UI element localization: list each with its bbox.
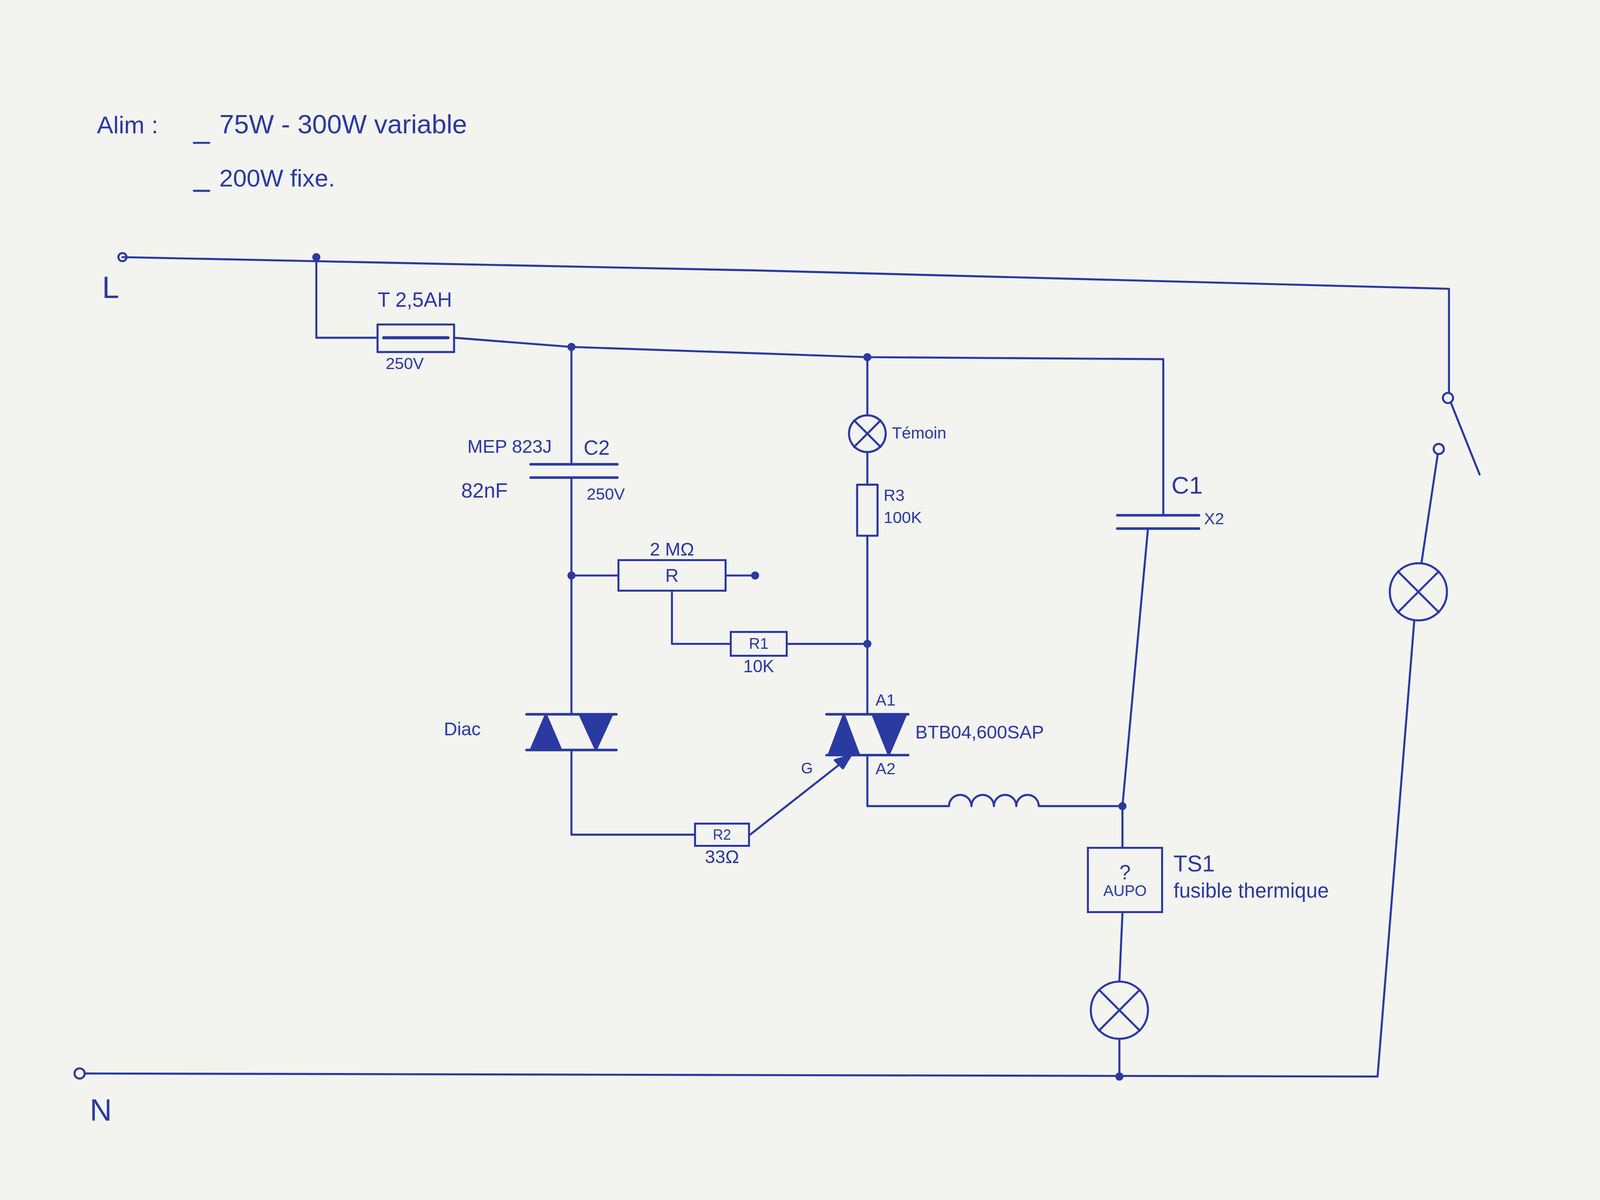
wire	[571, 574, 618, 577]
wire	[570, 346, 573, 465]
wire	[84, 620, 1415, 1077]
component-value: 10K	[743, 657, 775, 676]
gate-arrow	[834, 755, 851, 769]
lamp-symbol	[1398, 571, 1439, 613]
wire	[866, 535, 869, 715]
bullet-dash	[194, 189, 210, 192]
wire	[787, 642, 868, 645]
lamp-symbol	[1090, 981, 1149, 1039]
junction-dot	[312, 253, 321, 262]
junction-dot	[863, 353, 872, 362]
wire	[570, 477, 573, 715]
potentiometer-symbol: R2 MΩ	[617, 559, 727, 592]
component-value: 33Ω	[704, 847, 739, 867]
component-label: Alim :	[96, 112, 158, 139]
component-label: A2	[875, 760, 896, 778]
thermal-fuse-symbol: ?AUPO	[1086, 846, 1164, 914]
wire	[866, 357, 869, 416]
component-name: ?	[1119, 861, 1131, 883]
lamp-symbol	[1098, 989, 1140, 1031]
box-content: R2	[696, 824, 749, 846]
wire	[866, 451, 869, 485]
fuse-element	[383, 336, 449, 340]
component-name: R	[665, 565, 679, 586]
box-content: R	[619, 561, 725, 590]
resistor-symbol: R233Ω	[694, 822, 750, 848]
resistor-symbol: R110K	[729, 630, 789, 657]
wire	[453, 337, 1164, 516]
junction-dot	[567, 342, 576, 352]
junction-dot	[1115, 1072, 1124, 1081]
lamp-symbol	[853, 420, 881, 447]
box-content: R1	[731, 632, 787, 655]
switch-contact	[1442, 392, 1454, 404]
component-label: fusible thermique	[1173, 879, 1329, 902]
component-label: 250V	[586, 485, 625, 503]
capacitor-symbol	[530, 464, 618, 478]
component-label: G	[801, 760, 814, 777]
component-label: T 2,5AH	[377, 288, 452, 311]
component-name: R2	[712, 827, 731, 843]
triac-symbol	[826, 714, 909, 756]
wire	[1118, 1038, 1121, 1077]
wire	[571, 750, 695, 835]
junction-dot	[567, 571, 576, 580]
diac-symbol	[530, 714, 613, 750]
junction-dot	[1118, 801, 1127, 811]
wire	[122, 257, 1450, 393]
wire	[1421, 453, 1438, 564]
component-label: L	[101, 271, 120, 304]
component-label: C1	[1171, 472, 1203, 499]
component-label: Témoin	[891, 424, 947, 442]
junction-dot	[751, 571, 760, 580]
wire	[1119, 913, 1123, 982]
terminal	[118, 253, 127, 262]
capacitor-symbol	[1117, 515, 1200, 529]
component-label: 250V	[385, 355, 424, 373]
component-label: R3	[883, 486, 905, 504]
component-label: 200W fixe.	[219, 165, 336, 192]
component-label: BTB04,600SAP	[915, 722, 1045, 743]
triac-symbol	[828, 714, 906, 756]
wire	[1122, 528, 1149, 847]
gate-wire	[750, 760, 845, 835]
wire	[316, 257, 378, 338]
lamp-symbol	[1389, 563, 1447, 621]
lamp-symbol	[848, 415, 886, 453]
component-name: R1	[748, 635, 769, 652]
switch-lever	[1451, 403, 1480, 475]
wire-connector	[671, 591, 730, 644]
component-label: 100K	[883, 509, 922, 527]
component-label: C2	[583, 436, 610, 459]
component-label: 75W - 300W variable	[219, 110, 468, 139]
terminal	[74, 1068, 85, 1079]
component-label: MEP 823J	[467, 436, 552, 457]
component-label: A1	[875, 691, 896, 709]
junction-dot	[863, 639, 872, 649]
component-label: N	[89, 1094, 112, 1127]
switch-contact	[1433, 444, 1445, 455]
bullet-dash	[194, 141, 210, 144]
component-name: AUPO	[1103, 882, 1147, 900]
component-label: X2	[1203, 510, 1224, 528]
component-label: TS1	[1173, 851, 1215, 876]
component-label: 82nF	[461, 479, 508, 502]
fuse-symbol	[377, 324, 454, 352]
box-content: ?AUPO	[1088, 848, 1162, 912]
inductor-symbol	[867, 755, 1123, 807]
component-value: 2 MΩ	[649, 539, 695, 560]
resistor-symbol	[857, 484, 878, 536]
component-label: Diac	[444, 719, 481, 739]
diac-symbol	[526, 714, 617, 750]
wire	[726, 574, 756, 577]
